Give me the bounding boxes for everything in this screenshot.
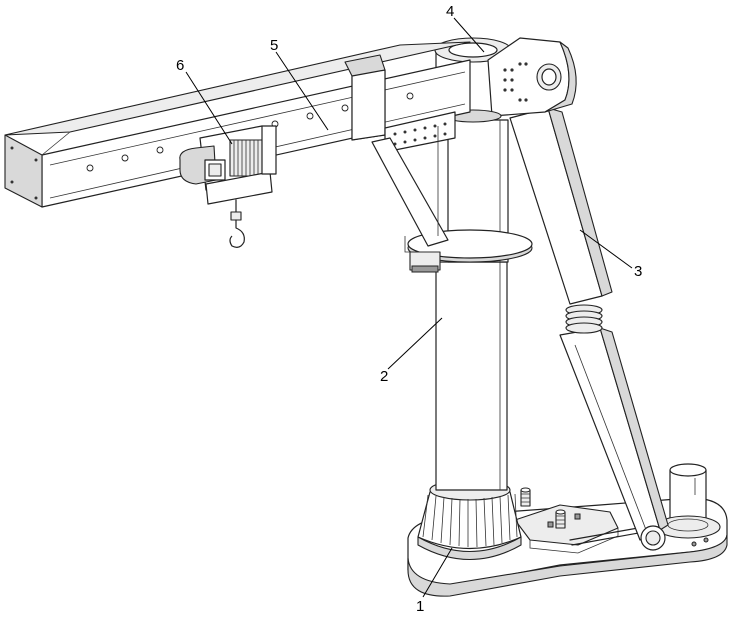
- callout-6-label: 6: [176, 57, 184, 74]
- callout-1-label: 1: [416, 598, 424, 615]
- callout-3-label: 3: [634, 263, 642, 280]
- callout-2-label: 2: [380, 368, 388, 385]
- column-2: [405, 120, 532, 490]
- hydraulic-strut-3: [510, 108, 668, 550]
- fitting-right: [556, 510, 565, 528]
- callout-4-label: 4: [446, 3, 454, 20]
- column-base-flange: [418, 480, 521, 560]
- callout-5-label: 5: [270, 37, 278, 54]
- fitting-left: [521, 488, 530, 506]
